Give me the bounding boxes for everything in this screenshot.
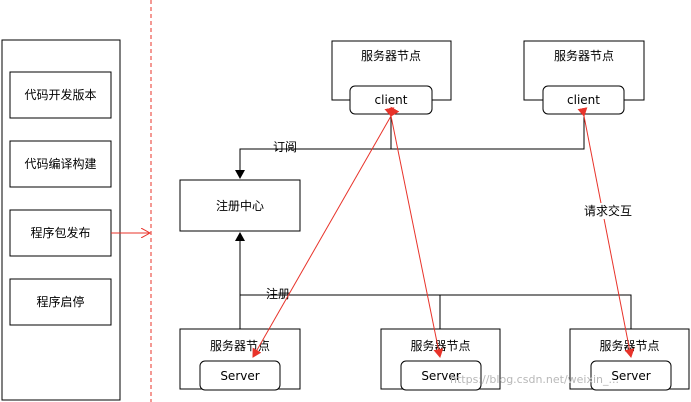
subscribe-line (235, 114, 392, 179)
register-line (240, 294, 632, 329)
client-label: client (567, 93, 600, 107)
pipeline-step: 代码开发版本 (9, 71, 112, 119)
bottom-server-node: 服务器节点 Server (179, 328, 301, 391)
request-label: 请求交互 (584, 203, 632, 218)
node-title: 服务器节点 (361, 48, 421, 63)
request-arrow (252, 106, 400, 358)
registry-label: 注册中心 (216, 198, 264, 213)
request-arrow (577, 107, 635, 358)
node-title: 服务器节点 (210, 338, 270, 353)
node-title: 服务器节点 (554, 48, 614, 63)
node-title: 服务器节点 (410, 338, 470, 353)
pipeline-step: 程序启停 (9, 278, 112, 326)
pipeline-step: 代码编译构建 (9, 140, 112, 188)
pipeline-step-label: 代码开发版本 (24, 87, 96, 102)
server-box (199, 360, 281, 391)
client-label: client (375, 93, 408, 107)
request-arrow (384, 107, 444, 358)
pipeline-step-label: 程序包发布 (30, 225, 90, 240)
watermark: https://blog.csdn.net/weixin_... (450, 373, 619, 386)
pipeline-step-label: 程序启停 (36, 294, 84, 309)
server-box (590, 360, 672, 391)
pipeline-step-label: 代码编译构建 (24, 156, 96, 171)
registry-center: 注册中心 (179, 179, 301, 232)
pipeline-step: 程序包发布 (9, 209, 112, 257)
server-box (400, 360, 482, 391)
subscribe-line (391, 114, 585, 150)
server-label: Server (220, 369, 259, 383)
top-server-node: 服务器节点 client (523, 40, 645, 115)
server-label: Server (421, 369, 460, 383)
server-label: Server (611, 369, 650, 383)
subscribe-label: 订阅 (273, 140, 297, 154)
top-server-node: 服务器节点 client (331, 40, 452, 115)
